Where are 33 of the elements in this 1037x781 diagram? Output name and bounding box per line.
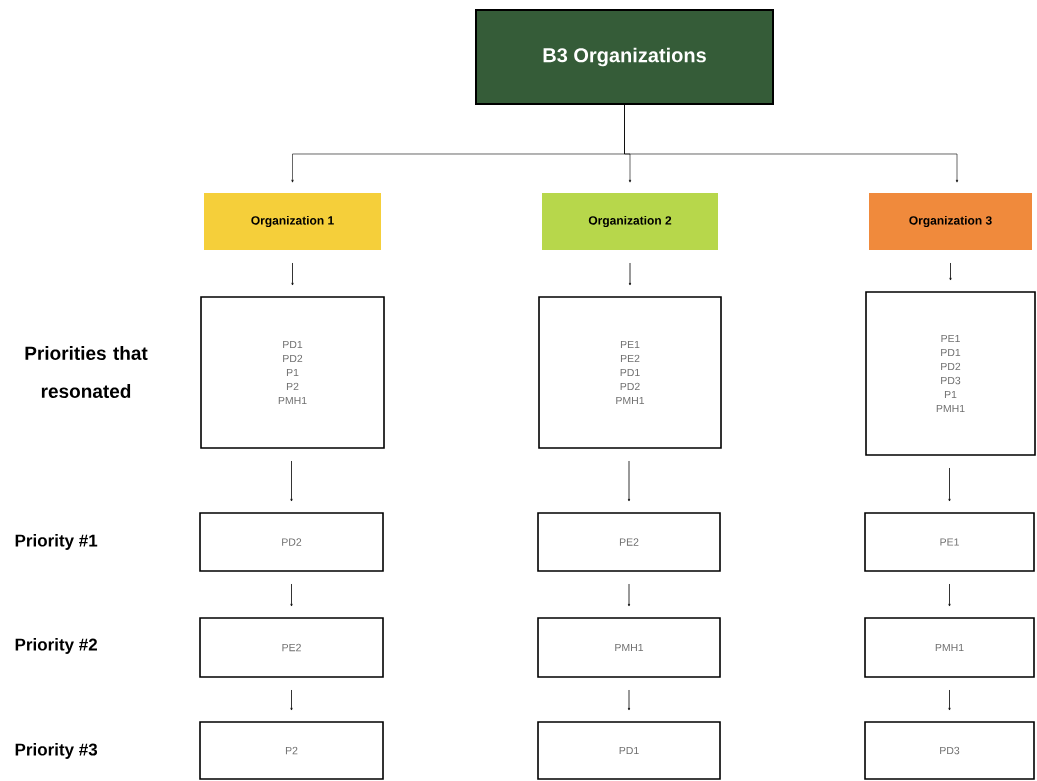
- organization-box: Organization 2: [542, 193, 718, 250]
- arrow: [948, 583, 951, 607]
- row-label: Priority #2: [15, 638, 97, 654]
- priority-box: PMH1: [537, 617, 721, 678]
- arrow: [290, 583, 293, 607]
- organization-box: Organization 3: [869, 193, 1032, 250]
- title-box: B3 Organizations: [475, 9, 774, 105]
- arrow: [628, 262, 632, 286]
- arrow: [627, 460, 631, 502]
- row-label: Priorities that resonated: [25, 346, 148, 398]
- arrow: [949, 262, 952, 281]
- arrow: [290, 460, 293, 502]
- priority-box: PD2: [199, 512, 384, 572]
- priority-box: PMH1: [864, 617, 1035, 678]
- arrow: [290, 689, 293, 711]
- row-label: Priority #3: [15, 743, 98, 759]
- arrow: [624, 104, 959, 183]
- priority-list-box: PE1 PE2 PD1 PD2 PMH1: [538, 296, 722, 449]
- row-label: Priority #1: [15, 534, 98, 550]
- arrow: [627, 583, 631, 607]
- arrow: [627, 689, 631, 711]
- priority-box: PE2: [537, 512, 721, 572]
- organization-box: Organization 1: [204, 193, 381, 250]
- arrow: [291, 262, 294, 286]
- arrow: [948, 467, 951, 502]
- priority-box: P2: [199, 721, 384, 780]
- priority-box: PE1: [864, 512, 1035, 572]
- priority-box: PD1: [537, 721, 721, 780]
- priority-list-box: PD1 PD2 P1 P2 PMH1: [200, 296, 385, 449]
- arrow: [948, 689, 951, 711]
- priority-box: PD3: [864, 721, 1035, 780]
- priority-list-box: PE1 PD1 PD2 PD3 P1 PMH1: [865, 291, 1036, 456]
- priority-box: PE2: [199, 617, 384, 678]
